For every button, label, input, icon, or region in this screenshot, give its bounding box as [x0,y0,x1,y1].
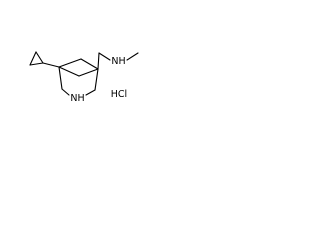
ring-nh-label: NH [70,93,84,104]
bicyclic-cage [58,58,99,96]
methylaminomethyl-chain [97,52,139,70]
hcl-label: HCl [111,89,127,100]
chemical-structure: NH NH HCl [29,51,139,104]
cyclopropyl-bond [42,62,60,68]
cyclopropyl-ring [29,51,44,66]
chain-nh-label: NH [111,56,125,67]
